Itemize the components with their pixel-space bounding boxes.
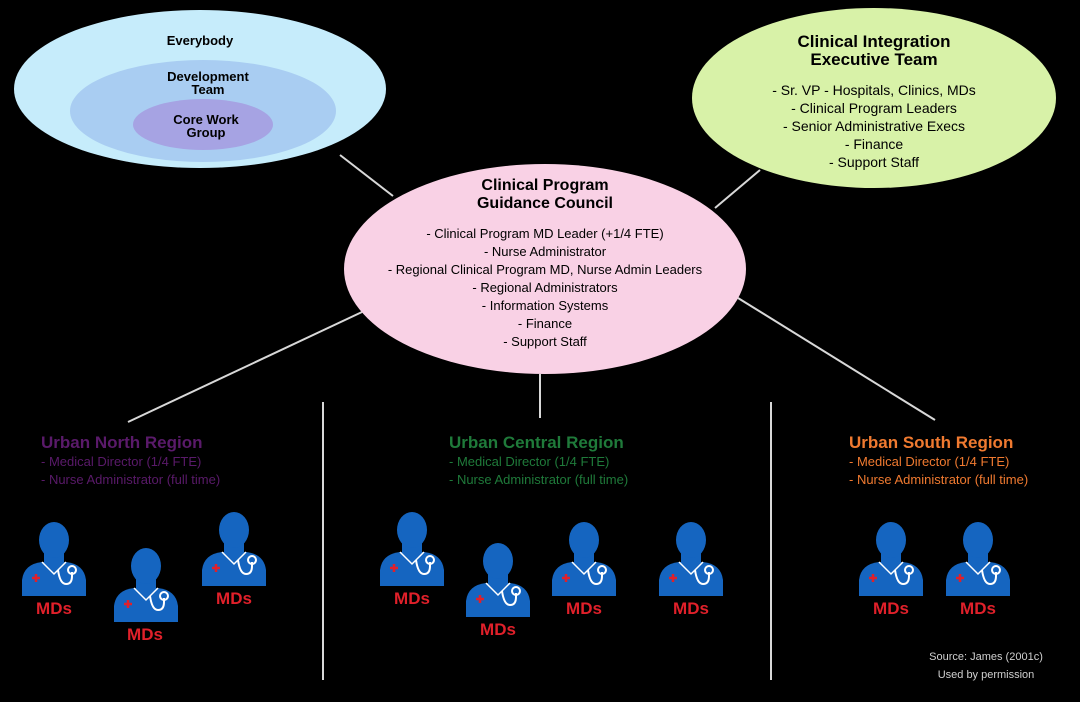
region-urban-central: Urban Central Region - Medical Director …: [449, 433, 628, 489]
council-item: - Finance: [517, 316, 573, 331]
doctor-stethoscope-icon: [378, 510, 446, 586]
region-title: Urban Central Region: [449, 433, 624, 452]
executive-item: - Finance: [844, 136, 904, 152]
executive-team-list: - Sr. VP - Hospitals, Clinics, MDs - Cli…: [692, 81, 1056, 171]
md-label: MDs: [127, 625, 163, 644]
region-urban-south: Urban South Region - Medical Director (1…: [849, 433, 1028, 489]
source-citation: Source: James (2001c): [929, 651, 1043, 663]
council-item: - Regional Clinical Program MD, Nurse Ad…: [387, 262, 703, 277]
region-nurse-administrator: - Nurse Administrator (full time): [849, 472, 1029, 487]
executive-item: - Clinical Program Leaders: [791, 100, 957, 116]
source-note: Source: James (2001c) Used by permission: [906, 648, 1066, 684]
council-item: - Regional Administrators: [472, 280, 618, 295]
region-title: Urban South Region: [849, 433, 1014, 452]
executive-item: - Support Staff: [828, 154, 919, 170]
guidance-council-ellipse: [344, 164, 746, 374]
council-item: - Information Systems: [481, 298, 609, 313]
md-label: MDs: [36, 599, 72, 618]
region-medical-director: - Medical Director (1/4 FTE): [849, 454, 1010, 469]
md-label: MDs: [960, 599, 996, 618]
executive-item: - Senior Administrative Execs: [782, 118, 966, 134]
doctor-stethoscope-icon: [550, 520, 618, 596]
region-nurse-administrator: - Nurse Administrator (full time): [449, 472, 629, 487]
core-work-group-label: Core Work Group: [173, 112, 239, 140]
executive-title-line1: Clinical Integration: [797, 32, 951, 51]
md-label: MDs: [480, 620, 516, 639]
council-item: - Nurse Administrator: [483, 244, 607, 259]
md-label: MDs: [566, 599, 602, 618]
council-title-line1: Clinical Program: [481, 177, 609, 194]
doctor-stethoscope-icon: [657, 520, 725, 596]
md-label: MDs: [873, 599, 909, 618]
executive-title-line2: Executive Team: [810, 50, 938, 69]
region-medical-director: - Medical Director (1/4 FTE): [449, 454, 610, 469]
region-medical-director: - Medical Director (1/4 FTE): [41, 454, 202, 469]
doctor-stethoscope-icon: [464, 541, 532, 617]
executive-team-title: Clinical Integration Executive Team: [692, 33, 1056, 69]
region-urban-north: Urban North Region - Medical Director (1…: [41, 433, 220, 489]
region-nurse-administrator: - Nurse Administrator (full time): [41, 472, 221, 487]
doctor-stethoscope-icon: [20, 520, 88, 596]
executive-team-ellipse: [692, 8, 1056, 188]
core-work-group-ellipse: [133, 99, 273, 150]
guidance-council-title: Clinical Program Guidance Council: [344, 177, 746, 213]
development-team-label: Development Team: [167, 69, 249, 97]
council-item: - Support Staff: [503, 334, 587, 349]
md-label: MDs: [673, 599, 709, 618]
region-title: Urban North Region: [41, 433, 203, 452]
md-label: MDs: [216, 589, 252, 608]
council-title-line2: Guidance Council: [476, 195, 613, 212]
everybody-label: Everybody: [166, 33, 234, 48]
doctor-stethoscope-icon: [944, 520, 1012, 596]
executive-item: - Sr. VP - Hospitals, Clinics, MDs: [772, 82, 976, 98]
md-label: MDs: [394, 589, 430, 608]
council-item: - Clinical Program MD Leader (+1/4 FTE): [426, 226, 664, 241]
source-permission: Used by permission: [937, 669, 1035, 681]
doctor-stethoscope-icon: [200, 510, 268, 586]
doctor-stethoscope-icon: [112, 546, 180, 622]
doctor-stethoscope-icon: [857, 520, 925, 596]
guidance-council-list: - Clinical Program MD Leader (+1/4 FTE) …: [344, 225, 746, 351]
